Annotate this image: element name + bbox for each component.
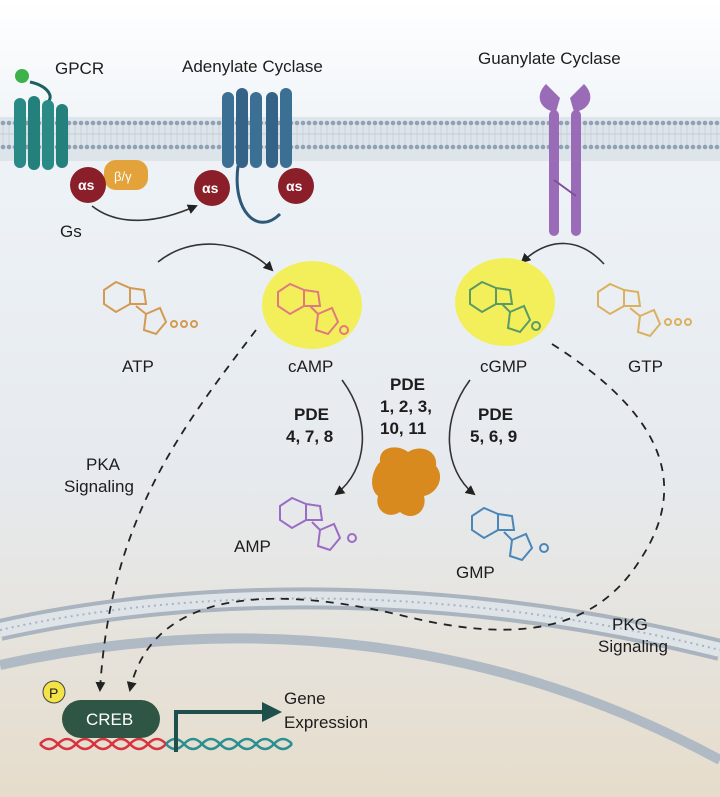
amp-molecule [279,496,357,552]
pkg-signaling-path [126,343,666,692]
beta-gamma-label: β/γ [114,169,132,184]
transcription-arrow [174,710,264,752]
pka-label-l2: Signaling [64,477,134,496]
atp-label: ATP [122,357,154,376]
beta-gamma-subunit [104,160,148,190]
ligand-icon [15,69,29,83]
alpha-s-subunit [70,167,106,203]
pde-right-l2: 5, 6, 9 [470,427,517,446]
pde-cgmp-arrow [448,379,476,496]
creb-protein [62,700,160,738]
cgmp-molecule [469,280,541,334]
pde-enzyme [372,447,441,517]
pka-signaling-path [95,329,257,692]
guanylate-cyclase-enzyme [539,84,591,236]
pde-center-l2: 1, 2, 3, [380,397,432,416]
adenylate-cyclase-enzyme [194,88,314,224]
dna-helix [39,737,293,751]
gene-label-l1: Gene [284,689,326,708]
pde-right-l1: PDE [478,405,513,424]
gpcr-label: GPCR [55,59,104,78]
pde-left-l2: 4, 7, 8 [286,427,333,446]
transcription-arrowhead [262,702,282,722]
pka-label-l1: PKA [86,455,121,474]
ac-alpha-s-label-left: αs [202,180,219,196]
pkg-label-l1: PKG [612,615,648,634]
adenylate-cyclase-label: Adenylate Cyclase [182,57,323,76]
pkg-label-l2: Signaling [598,637,668,656]
gtp-label: GTP [628,357,663,376]
creb-label: CREB [86,710,133,729]
alpha-s-label: αs [78,177,95,193]
amp-label: AMP [234,537,271,556]
pde-left-l1: PDE [294,405,329,424]
plasma-membrane [0,117,720,161]
camp-label: cAMP [288,357,333,376]
phosphate-label: P [49,685,58,701]
cgmp-highlight [455,258,555,346]
atp-molecule [103,280,198,336]
gs-label: Gs [60,222,82,241]
camp-molecule [277,282,349,336]
gpcr-receptor [14,69,68,170]
g-protein [70,160,148,203]
nuclear-membrane [0,587,720,765]
gmp-label: GMP [456,563,495,582]
ac-alpha-s-label-right: αs [286,178,303,194]
gc-arrow [520,242,605,265]
pde-center-l3: 10, 11 [380,419,426,438]
cgmp-label: cGMP [480,357,527,376]
ac-arrow [157,243,274,272]
phosphate-icon [42,680,66,704]
gmp-molecule [471,506,549,562]
gene-label-l2: Expression [284,713,368,732]
gtp-molecule [597,282,692,338]
pde-camp-arrow [334,379,364,496]
pde-center-l1: PDE [390,375,425,394]
guanylate-cyclase-label: Guanylate Cyclase [478,49,621,68]
activation-arrow [91,204,198,222]
